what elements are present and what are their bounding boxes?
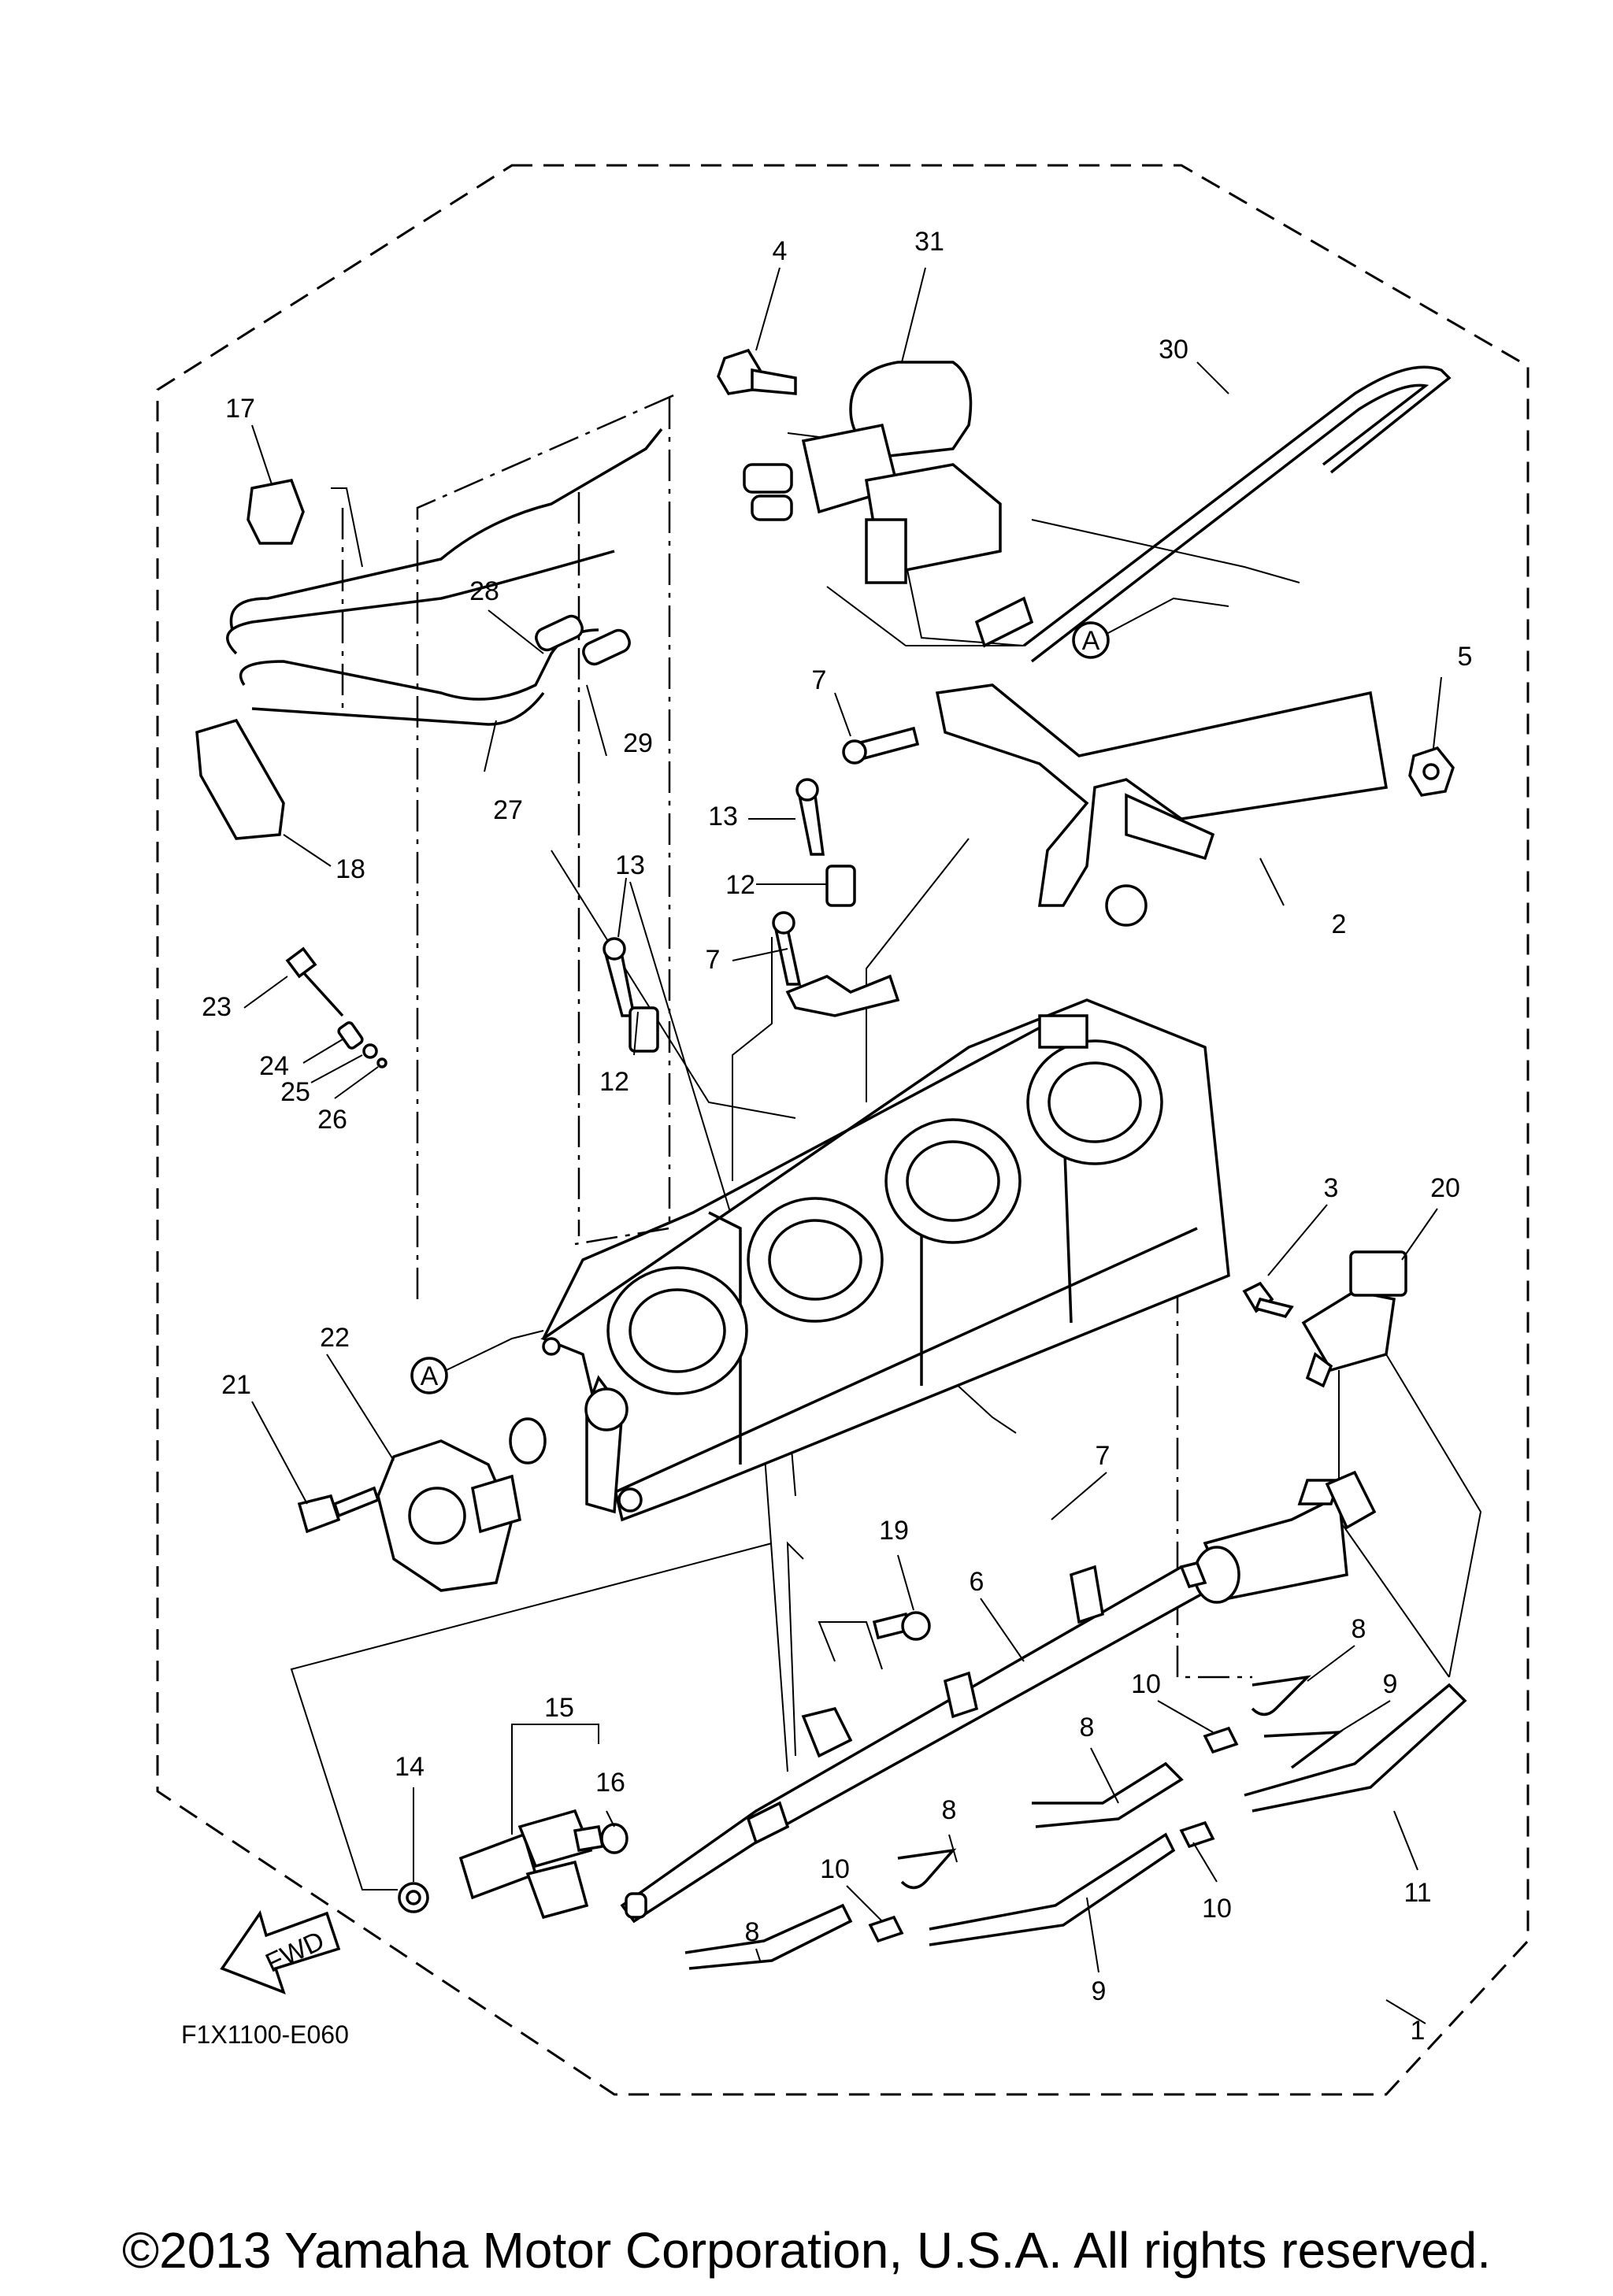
part-23-26-adjust-screw xyxy=(285,946,387,1068)
part-17-clip xyxy=(247,478,305,545)
callout-21: 21 xyxy=(221,1370,251,1400)
callout-1: 1 xyxy=(1411,2016,1426,2046)
callout-28: 28 xyxy=(469,576,499,606)
callout-17: 17 xyxy=(225,394,255,424)
callout-5: 5 xyxy=(1458,642,1473,672)
callout-10-upper: 10 xyxy=(1131,1669,1161,1699)
callout-8-lower: 8 xyxy=(942,1795,957,1825)
part-6-fuel-rail xyxy=(620,1470,1377,1924)
callout-3: 3 xyxy=(1324,1173,1339,1203)
callout-15: 15 xyxy=(544,1693,574,1723)
callout-30: 30 xyxy=(1159,335,1188,365)
callout-12-upper: 12 xyxy=(725,870,755,900)
screws-springs xyxy=(603,726,920,1053)
part-8-11-hoses xyxy=(684,1675,1467,1970)
callout-leaders xyxy=(243,267,1442,2024)
part-3-screw xyxy=(1242,1281,1294,1319)
drawing-code: F1X1100-E060 xyxy=(181,2020,349,2049)
part-31-valve xyxy=(743,361,1002,584)
callout-10-right: 10 xyxy=(1202,1894,1232,1924)
callout-16: 16 xyxy=(595,1768,625,1798)
part-2-bracket xyxy=(935,683,1389,907)
part-21-screw xyxy=(297,1486,380,1534)
callout-4: 4 xyxy=(773,236,788,266)
part-19-screw xyxy=(872,1611,931,1641)
callout-19: 19 xyxy=(879,1516,909,1546)
part-5-nut xyxy=(1408,746,1455,797)
part-20-sensor xyxy=(1301,1250,1407,1388)
throttle-body xyxy=(540,884,1230,1522)
part-16-o-ring xyxy=(600,1823,629,1854)
callout-13-lower: 13 xyxy=(615,850,645,880)
part-27-29-hoses xyxy=(226,428,663,726)
part-30-pipe xyxy=(974,365,1452,663)
callout-12-lower: 12 xyxy=(599,1067,629,1097)
part-14-seal xyxy=(398,1882,429,1913)
callout-9-lower: 9 xyxy=(1092,1976,1107,2006)
callout-10-left: 10 xyxy=(820,1854,850,1884)
callout-8-mid: 8 xyxy=(1080,1713,1095,1742)
reference-mark-a-lower: A xyxy=(410,1357,448,1394)
callout-9-right: 9 xyxy=(1383,1669,1398,1699)
part-18-clip xyxy=(195,718,285,840)
callout-8-right: 8 xyxy=(1352,1614,1366,1644)
reference-mark-a-upper: A xyxy=(1072,621,1110,659)
callout-26: 26 xyxy=(317,1105,347,1135)
callout-20: 20 xyxy=(1430,1173,1460,1203)
callout-14: 14 xyxy=(395,1752,425,1782)
callout-23: 23 xyxy=(202,992,232,1022)
callout-7-top: 7 xyxy=(812,665,827,695)
callout-7-lower: 7 xyxy=(1096,1441,1111,1471)
callout-6: 6 xyxy=(970,1567,984,1597)
part-4-bolt xyxy=(717,348,797,395)
fwd-arrow-icon: FWD xyxy=(220,1909,341,1994)
callout-27: 27 xyxy=(493,795,523,825)
part-22-sensor xyxy=(376,1417,547,1592)
callout-8-left: 8 xyxy=(745,1917,760,1947)
callout-7-mid: 7 xyxy=(706,945,721,975)
callout-2: 2 xyxy=(1332,909,1347,939)
svg-text:A: A xyxy=(421,1361,439,1391)
callout-25: 25 xyxy=(280,1077,310,1107)
assembly-boundary xyxy=(156,164,1530,2096)
callout-18: 18 xyxy=(336,854,365,884)
callout-24: 24 xyxy=(259,1051,289,1081)
callout-11: 11 xyxy=(1403,1878,1431,1908)
svg-text:A: A xyxy=(1082,626,1100,656)
part-15-injector xyxy=(458,1809,605,1920)
callout-22: 22 xyxy=(320,1323,350,1353)
callout-numbers: 4 31 30 17 28 29 27 18 7 5 2 13 12 13 7 … xyxy=(202,227,1472,2046)
copyright-notice: ©2013 Yamaha Motor Corporation, U.S.A. A… xyxy=(121,2222,1492,2279)
callout-29: 29 xyxy=(623,728,653,758)
callout-31: 31 xyxy=(914,227,944,257)
callout-13-upper: 13 xyxy=(708,802,738,831)
